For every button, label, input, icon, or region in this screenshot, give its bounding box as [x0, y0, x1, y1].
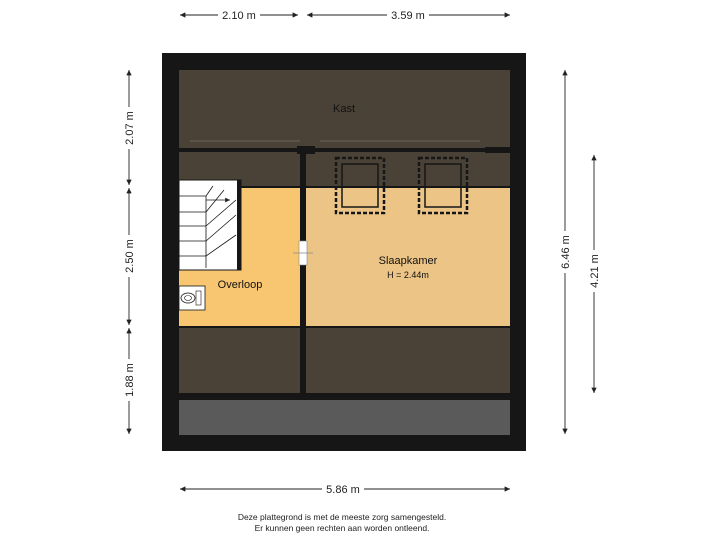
- svg-text:2.50 m: 2.50 m: [124, 239, 136, 273]
- dim-left-bottom: 1.88 m: [122, 328, 136, 434]
- svg-text:4.21 m: 4.21 m: [589, 254, 601, 288]
- skylight-right: [417, 156, 469, 215]
- dim-left-mid: 2.50 m: [122, 188, 136, 325]
- kast-wall-post: [297, 146, 315, 154]
- staircase: [178, 179, 242, 271]
- svg-text:3.59 m: 3.59 m: [391, 10, 425, 22]
- label-kast: Kast: [333, 103, 355, 115]
- dim-right-inner: 4.21 m: [587, 155, 601, 393]
- dim-left-top: 2.07 m: [122, 70, 136, 185]
- svg-text:2.07 m: 2.07 m: [124, 111, 136, 145]
- internal-wall-lower: [300, 265, 306, 393]
- kast-area: [179, 70, 510, 148]
- svg-text:6.46 m: 6.46 m: [560, 235, 572, 269]
- dim-top-left: 2.10 m: [180, 8, 298, 22]
- dim-bottom: 5.86 m: [180, 482, 510, 496]
- label-slaapkamer-height: H = 2.44m: [387, 270, 429, 280]
- svg-text:2.10 m: 2.10 m: [222, 10, 256, 22]
- skylight-left: [334, 156, 386, 215]
- disclaimer-line-2: Er kunnen geen rechten aan worden ontlee…: [254, 523, 430, 533]
- svg-text:5.86 m: 5.86 m: [326, 484, 360, 496]
- label-slaapkamer: Slaapkamer: [379, 255, 438, 267]
- kast-wall-end: [485, 147, 510, 153]
- dim-top-right: 3.59 m: [307, 8, 510, 22]
- toilet-icon: [178, 285, 206, 311]
- svg-text:1.88 m: 1.88 m: [124, 363, 136, 397]
- bottom-grey-area: [179, 400, 510, 435]
- low-ceiling-bottom-left: [179, 327, 300, 393]
- disclaimer-line-1: Deze plattegrond is met de meeste zorg s…: [237, 512, 447, 522]
- kast-wall-left: [179, 148, 297, 152]
- label-overloop: Overloop: [218, 279, 263, 291]
- internal-wall: [300, 152, 306, 241]
- low-ceiling-bottom-right: [306, 327, 510, 393]
- dim-right-outer: 6.46 m: [558, 70, 572, 434]
- bottom-strip: [179, 393, 510, 396]
- slaapkamer-area: [306, 187, 510, 327]
- kast-wall-right: [315, 148, 485, 152]
